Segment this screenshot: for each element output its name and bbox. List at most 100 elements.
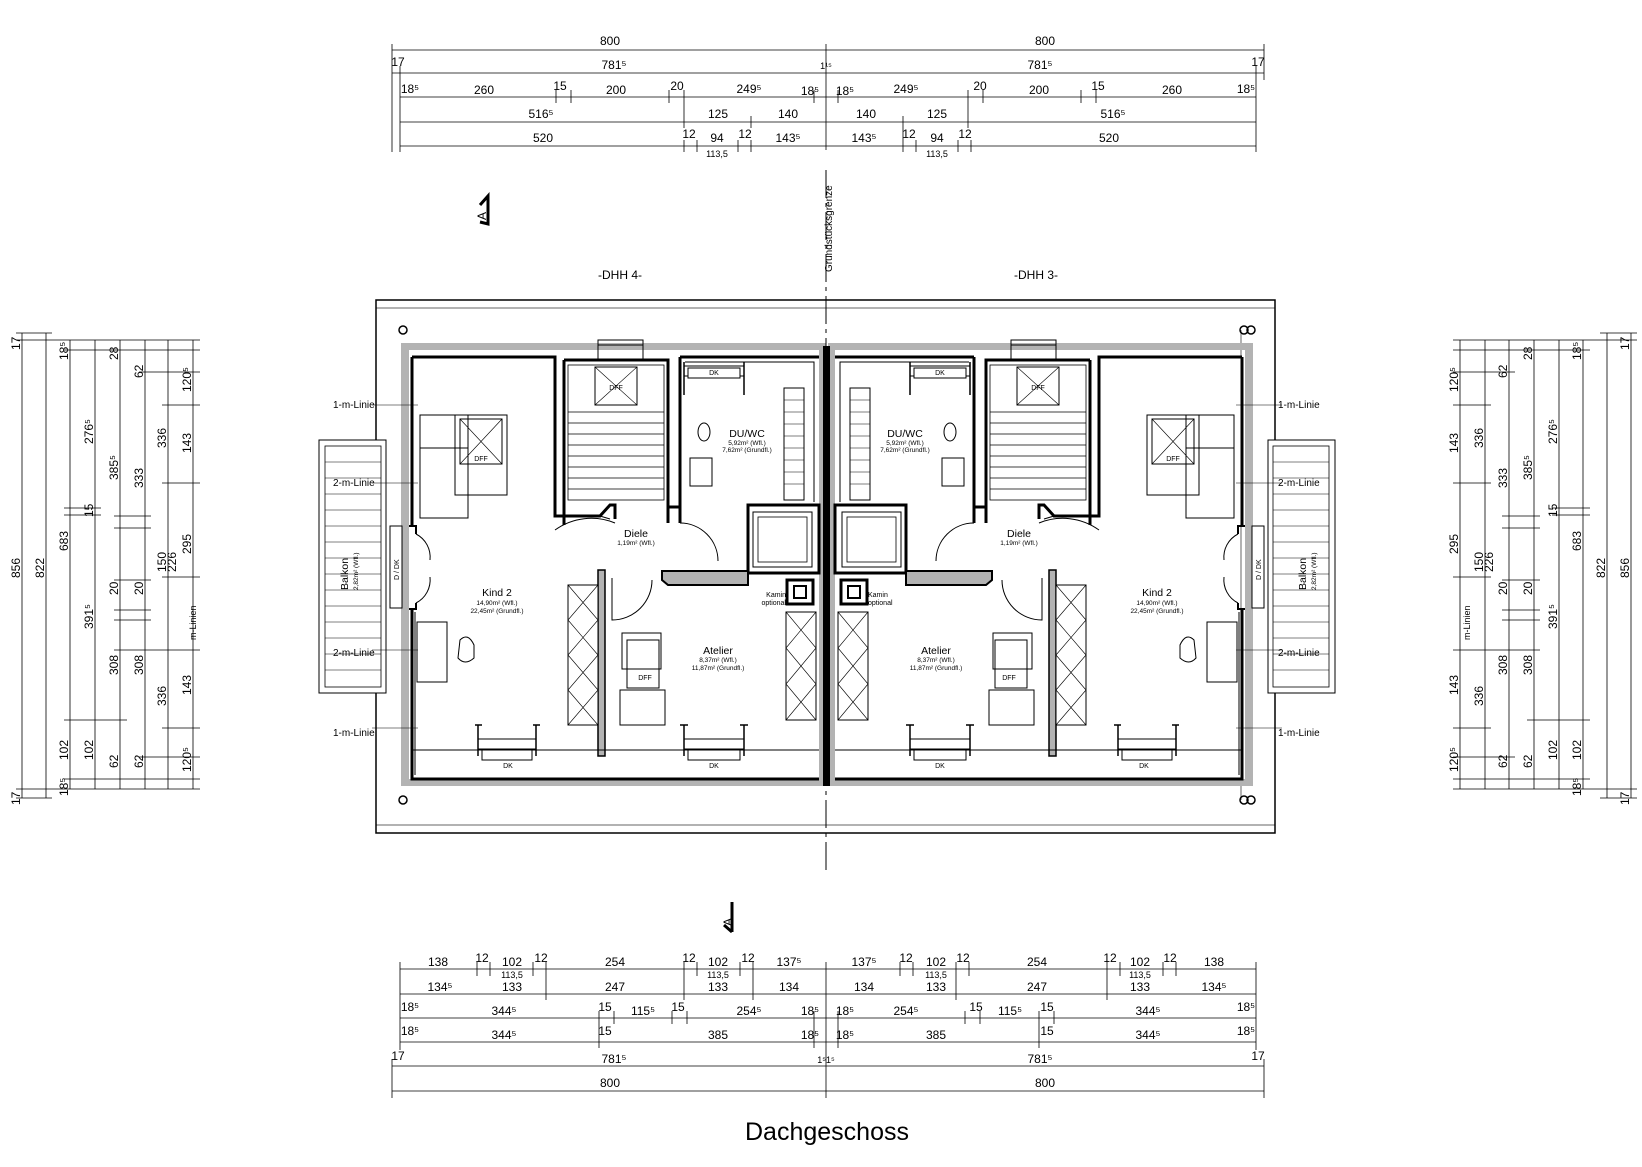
svg-text:249⁵: 249⁵	[737, 82, 762, 96]
svg-text:18⁵: 18⁵	[57, 342, 71, 360]
svg-text:15: 15	[1040, 1024, 1054, 1038]
svg-text:DK: DK	[709, 370, 719, 377]
svg-text:12: 12	[682, 951, 696, 965]
svg-text:Kamin: Kamin	[868, 592, 888, 599]
svg-text:62: 62	[1496, 754, 1510, 768]
svg-text:18⁵: 18⁵	[401, 1024, 419, 1038]
svg-text:276⁵: 276⁵	[82, 419, 96, 444]
dimensions-top	[391, 44, 1265, 152]
svg-text:133: 133	[502, 980, 522, 994]
svg-text:28: 28	[1521, 346, 1535, 360]
svg-text:12: 12	[902, 127, 916, 141]
svg-text:333: 333	[1496, 468, 1510, 488]
svg-text:134: 134	[854, 980, 874, 994]
svg-text:7,62m² (Grundfl.): 7,62m² (Grundfl.)	[722, 447, 772, 454]
svg-text:140: 140	[778, 107, 798, 121]
svg-text:143: 143	[180, 675, 194, 695]
svg-text:18⁵: 18⁵	[1237, 1024, 1255, 1038]
svg-text:120⁵: 120⁵	[180, 367, 194, 392]
svg-text:18⁵: 18⁵	[401, 1000, 419, 1014]
svg-text:113,5: 113,5	[501, 970, 523, 980]
svg-text:143: 143	[1447, 433, 1461, 453]
svg-text:15: 15	[82, 503, 96, 517]
svg-text:Kind 2: Kind 2	[482, 587, 512, 599]
svg-text:138: 138	[1204, 955, 1224, 969]
svg-text:295: 295	[1447, 534, 1461, 554]
svg-text:DK: DK	[709, 763, 719, 770]
svg-text:62: 62	[132, 364, 146, 378]
m-line-labels: 1-m-Linie 2-m-Linie 2-m-Linie 1-m-Linie …	[333, 400, 1320, 739]
svg-text:5,92m² (Wfl.): 5,92m² (Wfl.)	[728, 440, 766, 447]
svg-text:11,87m² (Grundfl.): 11,87m² (Grundfl.)	[910, 665, 963, 672]
page-title: Dachgeschoss	[745, 1118, 909, 1146]
svg-text:2,82m² (Wfl.): 2,82m² (Wfl.)	[353, 552, 360, 590]
svg-text:17: 17	[1618, 791, 1632, 805]
svg-text:20: 20	[670, 79, 684, 93]
svg-text:344⁵: 344⁵	[492, 1004, 517, 1018]
svg-text:385: 385	[708, 1028, 728, 1042]
svg-text:18⁵: 18⁵	[801, 84, 819, 98]
svg-text:247: 247	[605, 980, 625, 994]
svg-text:17: 17	[9, 336, 23, 350]
svg-text:137⁵: 137⁵	[852, 955, 877, 969]
section-mark-top: A	[475, 192, 490, 226]
svg-text:113,5: 113,5	[707, 970, 729, 980]
svg-text:200: 200	[1029, 83, 1049, 97]
svg-text:12: 12	[738, 127, 752, 141]
svg-text:8,37m² (Wfl.): 8,37m² (Wfl.)	[917, 657, 955, 664]
svg-text:A: A	[475, 212, 489, 220]
svg-text:DU/WC: DU/WC	[729, 428, 765, 440]
svg-text:DFF: DFF	[638, 675, 652, 682]
svg-text:14,90m² (Wfl.): 14,90m² (Wfl.)	[1136, 600, 1177, 607]
svg-text:DK: DK	[935, 763, 945, 770]
room-atelier-left: Atelier 8,37m² (Wfl.) 11,87m² (Grundfl.)	[692, 645, 745, 672]
svg-text:336: 336	[155, 686, 169, 706]
svg-text:138: 138	[428, 955, 448, 969]
door-dk-left: D / DK	[394, 559, 401, 580]
dimension-text-top: 800 800 17 781⁵ 1¹⁵ 781⁵ 17 18⁵ 260 15 2…	[391, 34, 1265, 159]
svg-text:113,5: 113,5	[706, 149, 728, 159]
svg-text:102: 102	[502, 955, 522, 969]
svg-text:385: 385	[926, 1028, 946, 1042]
svg-text:22,45m² (Grundfl.): 22,45m² (Grundfl.)	[470, 608, 523, 615]
svg-text:17: 17	[391, 1049, 405, 1063]
svg-text:344⁵: 344⁵	[492, 1028, 517, 1042]
svg-text:150: 150	[155, 552, 169, 572]
svg-text:385⁵: 385⁵	[1521, 455, 1535, 480]
section-mark-bottom: A	[721, 902, 735, 934]
svg-text:18⁵: 18⁵	[801, 1004, 819, 1018]
dimension-text-left: 856 822 683 276⁵ 15 391⁵ 102 102 385⁵ 20…	[9, 336, 198, 805]
svg-text:781⁵: 781⁵	[602, 1052, 627, 1066]
svg-text:optional: optional	[761, 600, 786, 607]
svg-text:20: 20	[132, 581, 146, 595]
svg-text:520: 520	[1099, 131, 1119, 145]
door-dk-right: D / DK	[1256, 559, 1263, 580]
symbol-labels: DFF DFF DFF DFF DFF DFF DK DK DK DK DK D…	[474, 370, 1180, 770]
svg-text:143⁵: 143⁵	[852, 131, 877, 145]
svg-text:102: 102	[57, 740, 71, 760]
svg-text:781⁵: 781⁵	[1028, 1052, 1053, 1066]
svg-text:m-Linien: m-Linien	[1462, 605, 1472, 640]
svg-text:336: 336	[1472, 686, 1486, 706]
svg-text:516⁵: 516⁵	[1101, 107, 1126, 121]
svg-text:Diele: Diele	[624, 528, 648, 540]
svg-text:20: 20	[1521, 581, 1535, 595]
svg-text:856: 856	[9, 558, 23, 578]
svg-text:125: 125	[927, 107, 947, 121]
svg-text:226: 226	[1482, 552, 1496, 572]
dimensions-right	[1453, 332, 1637, 799]
svg-text:18⁵: 18⁵	[1237, 1000, 1255, 1014]
svg-text:20: 20	[107, 581, 121, 595]
svg-text:22,45m² (Grundfl.): 22,45m² (Grundfl.)	[1130, 608, 1183, 615]
svg-text:133: 133	[708, 980, 728, 994]
svg-text:17: 17	[391, 55, 405, 69]
svg-text:15: 15	[671, 1000, 685, 1014]
dimensions-left	[16, 332, 200, 799]
svg-text:18⁵: 18⁵	[836, 1028, 854, 1042]
svg-text:15: 15	[598, 1024, 612, 1038]
svg-text:822: 822	[1594, 558, 1608, 578]
svg-text:94: 94	[710, 131, 724, 145]
svg-text:2-m-Linie: 2-m-Linie	[1278, 478, 1320, 489]
svg-text:140: 140	[856, 107, 876, 121]
svg-text:308: 308	[132, 655, 146, 675]
